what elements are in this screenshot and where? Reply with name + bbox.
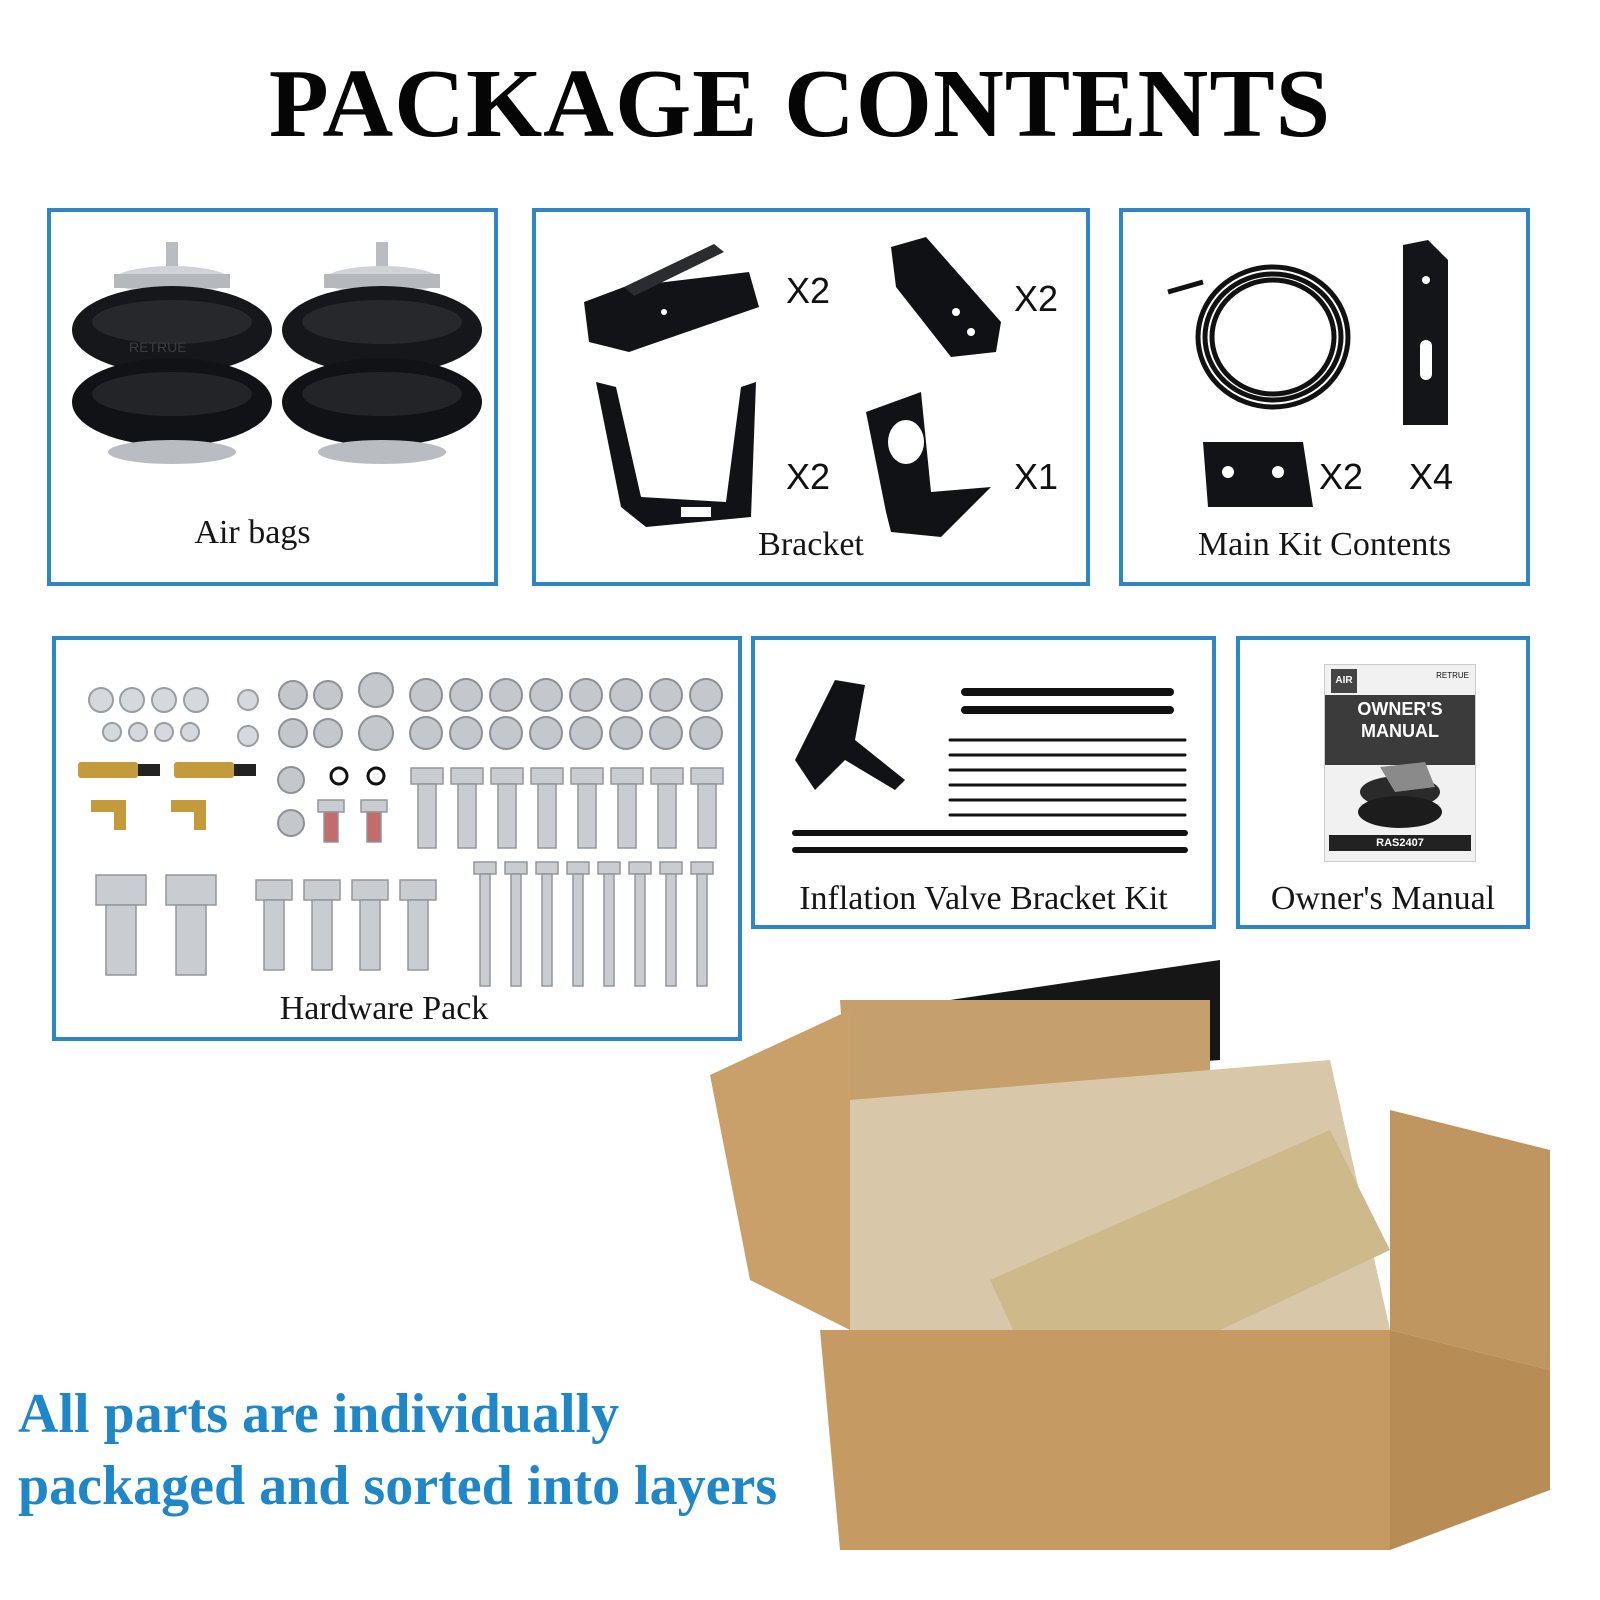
main-kit-caption: Main Kit Contents xyxy=(1197,526,1452,563)
manual-model: RAS2407 xyxy=(1329,835,1471,851)
bracket-image-1 xyxy=(584,244,759,352)
manual-airbag-illustration xyxy=(1358,762,1442,828)
bracket-qty-3: X2 xyxy=(786,456,831,497)
bracket-qty-4: X1 xyxy=(1014,456,1059,497)
inflation-image xyxy=(792,680,1188,853)
valves xyxy=(78,762,256,830)
tagline: All parts are individually packaged and … xyxy=(18,1378,818,1522)
manual-panel: AIR RETRUE OWNER'S MANUAL RAS2407 Owner'… xyxy=(1236,636,1530,929)
tagline-line-1: All parts are individually xyxy=(18,1383,620,1445)
airbag-image: RETRUE xyxy=(72,242,482,464)
bracket-image-3 xyxy=(596,382,756,527)
bracket-panel: X2 X2 X2 X1 Bracket xyxy=(532,208,1090,586)
bracket-image-2 xyxy=(891,237,1001,357)
zip-ties xyxy=(792,688,1188,853)
bracket-image-4 xyxy=(866,392,991,537)
bracket-qty-1: X2 xyxy=(786,270,831,311)
hardware-panel: Hardware Pack xyxy=(52,636,742,1041)
manual-brand: RETRUE xyxy=(1436,671,1469,680)
washers xyxy=(88,687,259,747)
tagline-line-2: packaged and sorted into layers xyxy=(18,1455,778,1517)
page-title: PACKAGE CONTENTS xyxy=(268,50,1332,158)
hardware-caption: Hardware Pack xyxy=(279,990,489,1027)
small-plate-image xyxy=(1203,442,1313,507)
o-rings xyxy=(329,766,386,786)
air-line-coil-image xyxy=(1167,264,1351,410)
manual-badge: AIR xyxy=(1331,669,1357,693)
airbag-right xyxy=(282,242,482,464)
inflation-caption: Inflation Valve Bracket Kit xyxy=(799,880,1168,917)
airbag-brand-text: RETRUE xyxy=(129,339,187,355)
short-bolts xyxy=(317,799,388,843)
airbags-caption: Air bags xyxy=(194,514,311,551)
manual-title-1: OWNER'S xyxy=(1357,699,1443,719)
airbag-left xyxy=(72,242,272,464)
bracket-qty-2: X2 xyxy=(1014,278,1059,319)
main-kit-qty-2: X4 xyxy=(1409,456,1454,497)
hardware-image xyxy=(78,672,724,987)
inflation-panel: Inflation Valve Bracket Kit xyxy=(751,636,1216,929)
long-bolts xyxy=(473,861,714,987)
manual-title-2: MANUAL xyxy=(1361,721,1439,741)
main-kit-qty-1: X2 xyxy=(1319,456,1364,497)
nuts xyxy=(277,672,723,837)
main-kit-panel: X2 X4 Main Kit Contents xyxy=(1119,208,1530,586)
large-bolts xyxy=(95,874,437,976)
manual-cover: AIR RETRUE OWNER'S MANUAL RAS2407 xyxy=(1324,664,1476,862)
long-bracket-image xyxy=(1403,240,1448,425)
cardboard-box-image xyxy=(710,960,1550,1550)
bracket-caption: Bracket xyxy=(758,526,864,563)
airbags-panel: RETRUE Air bags xyxy=(47,208,498,586)
medium-bolts xyxy=(410,767,724,849)
manual-caption: Owner's Manual xyxy=(1270,880,1496,917)
